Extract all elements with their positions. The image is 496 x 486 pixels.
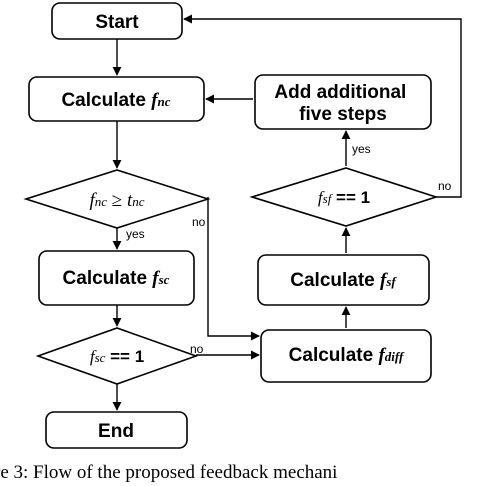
decision3-op: == 1 <box>331 188 370 207</box>
decision2-var: f <box>90 347 97 366</box>
edge-label-d1-yes: yes <box>126 227 145 241</box>
decision-fsf-eq-1-label: fsf == 1 <box>318 188 370 207</box>
edge-decision1-no <box>207 197 260 341</box>
flowchart: Start Calculate fnc fnc ≥ tnc Calculate … <box>23 2 462 449</box>
calc-fdiff-prefix: Calculate <box>289 345 379 366</box>
decision1-rhs-sub: nc <box>132 194 145 209</box>
end-node <box>45 411 188 449</box>
decision-fsf-eq-1 <box>249 167 439 227</box>
end-label: End <box>98 421 134 442</box>
calc-fnc-var: f <box>151 90 159 111</box>
calc-fsf-label: Calculate fsf <box>290 270 397 291</box>
decision-fsc-eq-1 <box>35 327 199 385</box>
add-steps-line2: five steps <box>299 104 387 125</box>
calc-fsc-sub: sc <box>158 272 170 287</box>
calc-fdiff-node <box>260 329 432 383</box>
start-node <box>51 2 183 40</box>
decision1-var: f <box>89 190 97 211</box>
edge-label-d1-no: no <box>192 215 206 229</box>
decision3-var: f <box>318 188 325 207</box>
calc-fsc-label: Calculate fsc <box>63 268 170 289</box>
add-steps-line1: Add additional <box>274 82 406 103</box>
decision2-sub: sc <box>95 350 106 365</box>
calc-fsf-sub: sf <box>385 274 397 289</box>
calc-fsf-node <box>257 254 430 306</box>
calc-fdiff-sub: diff <box>385 349 405 364</box>
calc-fsf-var: f <box>380 270 388 291</box>
decision1-rhs: t <box>127 190 133 211</box>
calc-fdiff-var: f <box>378 345 386 366</box>
calc-fsc-prefix: Calculate <box>63 268 153 289</box>
calc-fsf-prefix: Calculate <box>290 270 380 291</box>
add-steps-node <box>254 74 432 130</box>
start-label: Start <box>95 12 139 33</box>
decision1-op: ≥ <box>107 190 127 211</box>
calc-fsc-node <box>38 250 195 306</box>
edge-label-d2-no: no <box>190 342 204 356</box>
decision-fnc-ge-tnc <box>23 169 211 229</box>
calc-fnc-label: Calculate fnc <box>61 90 170 111</box>
decision3-sub: sf <box>323 191 334 206</box>
add-steps-label: Add additional five steps <box>274 82 411 125</box>
connectors <box>112 14 462 411</box>
decision-fsc-eq-1-label: fsc == 1 <box>90 347 144 366</box>
figure-caption-text: re 3: Flow of the proposed feedback mech… <box>0 462 338 483</box>
edge-decision3-no <box>183 14 462 198</box>
calc-fnc-node <box>28 76 205 122</box>
calc-fsc-var: f <box>152 268 160 289</box>
decision2-op: == 1 <box>105 347 144 366</box>
edge-label-d3-no: no <box>438 179 452 193</box>
calc-fnc-prefix: Calculate <box>61 90 151 111</box>
decision-fnc-ge-tnc-label: fnc ≥ tnc <box>89 190 144 211</box>
edge-label-d3-yes: yes <box>352 142 371 156</box>
decision1-sub: nc <box>95 194 108 209</box>
figure-caption: re 3: Flow of the proposed feedback mech… <box>0 449 496 486</box>
calc-fdiff-label: Calculate fdiff <box>289 345 405 366</box>
calc-fnc-sub: nc <box>158 94 171 109</box>
